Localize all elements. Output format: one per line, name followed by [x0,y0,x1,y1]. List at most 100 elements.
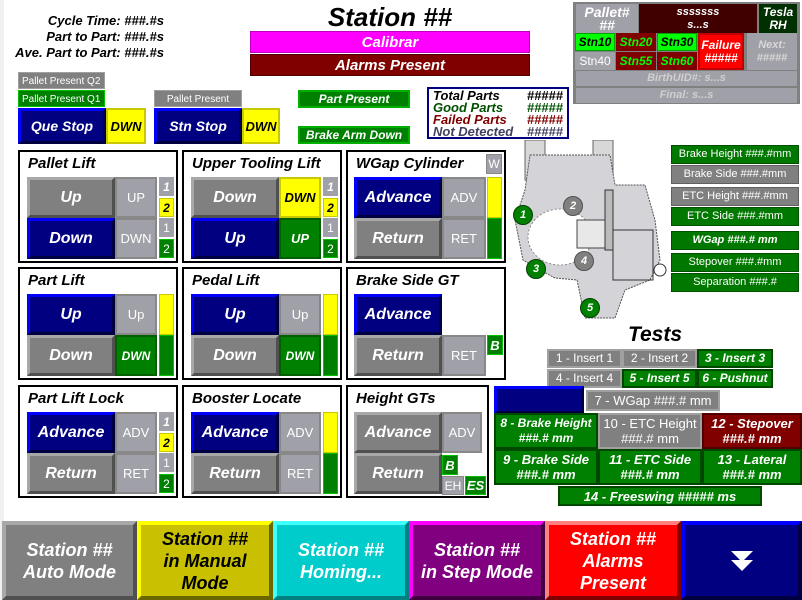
marker-2-icon: 2 [563,196,583,216]
manual-mode-line3: Mode [181,572,229,593]
test-12[interactable]: 12 - Stepover ###.# mm [702,413,802,449]
que-stop-button[interactable]: Que Stop [18,108,106,144]
test-14[interactable]: 14 - Freeswing ##### ms [558,486,762,506]
test-10-label: 10 - ETC Height [603,416,697,431]
pedal-lift-down-bar [323,335,338,376]
alarms-line2: Alarms [582,550,644,571]
part-lift-down-bar [159,335,174,376]
failed-parts-label: Failed Parts [433,112,507,127]
step-mode-line1: Station ## [433,539,521,560]
booster-adv-status: ADV [279,412,321,453]
serial-top: sssssss [676,5,720,18]
booster-adv-bar [323,412,338,453]
test-8[interactable]: 8 - Brake Height ###.# mm [494,413,598,449]
marker-3-icon: 3 [526,259,546,279]
pedal-lift-down-button[interactable]: Down [191,335,279,376]
height-gts-adv-status: ADV [442,412,482,453]
sensor-1: 1 [159,218,174,237]
calibrar-banner[interactable]: Calibrar [250,31,530,53]
wgap-return-button[interactable]: Return [354,218,442,259]
height-gts-b-tag: B [442,455,458,475]
upper-tooling-down-button[interactable]: Down [191,177,279,218]
auto-mode-button[interactable]: Station ##Auto Mode [2,521,137,600]
part-lift-down-button[interactable]: Down [27,335,115,376]
tests-blue-button[interactable] [494,386,584,414]
step-mode-button[interactable]: Station ##in Step Mode [409,521,545,600]
upper-tooling-up-button[interactable]: Up [191,218,279,259]
next-value: ##### [756,51,788,64]
part-lift-lock-advance-button[interactable]: Advance [27,412,115,453]
cycle-info: Cycle Time: ###.#s Part to Part: ###.#s … [14,13,164,61]
scroll-down-button[interactable] [681,521,802,600]
sensor-1: 1 [323,177,338,196]
part-lift-up-bar [159,294,174,335]
failed-parts-value: ##### [526,112,563,127]
panel-title: Booster Locate [192,390,302,407]
pallet-lift-up-button[interactable]: Up [27,177,115,218]
measurement-etc-side: ETC Side ###.#mm [671,207,799,226]
test-4[interactable]: 4 - Insert 4 [547,369,622,388]
test-1[interactable]: 1 - Insert 1 [547,349,622,368]
sensor-2: 2 [323,198,338,217]
test-7[interactable]: 7 - WGap ###.# mm [586,390,720,411]
pallet-lift-down-button[interactable]: Down [27,218,115,259]
test-2[interactable]: 2 - Insert 2 [622,349,697,368]
wgap-adv-status: ADV [442,177,486,218]
test-11[interactable]: 11 - ETC Side ###.# mm [598,449,702,485]
test-13[interactable]: 13 - Lateral ###.# mm [702,449,802,485]
alarms-present-banner[interactable]: Alarms Present [250,54,530,76]
panel-part-lift-lock: Part Lift Lock Advance Return ADV RET 1 … [18,385,178,498]
brake-side-return-button[interactable]: Return [354,335,442,376]
brake-side-advance-button[interactable]: Advance [354,294,442,335]
pedal-lift-up-button[interactable]: Up [191,294,279,335]
good-parts-value: ##### [526,100,563,115]
height-gts-return-button[interactable]: Return [354,453,442,494]
test-9[interactable]: 9 - Brake Side ###.# mm [494,449,598,485]
panel-pedal-lift: Pedal Lift Up Down Up DWN [182,267,342,380]
brake-arm-down-indicator: Brake Arm Down [298,126,410,144]
stn-stop-button[interactable]: Stn Stop [154,108,242,144]
double-chevron-down-icon [730,550,753,571]
height-gts-advance-button[interactable]: Advance [354,412,442,453]
panel-title: Part Lift [28,272,85,289]
total-parts-label: Total Parts [433,88,500,103]
panel-title: Brake Side GT [356,272,459,289]
pallet-lift-up-status: UP [115,177,157,218]
birth-uid: BirthUID#: s...s [576,71,797,86]
part-counts: Total Parts##### Good Parts##### Failed … [427,87,569,139]
slot [604,189,614,251]
test-3[interactable]: 3 - Insert 3 [697,349,773,368]
station-stn20: Stn20 [616,33,656,51]
panel-title: Pallet Lift [28,155,96,172]
model-top: Tesla [762,4,794,19]
homing-line1: Station ## [297,539,385,560]
sensor-2: 2 [159,239,174,258]
booster-advance-button[interactable]: Advance [191,412,279,453]
left-edge [0,0,4,600]
test-13-value: ###.# mm [722,467,782,482]
alarms-line1: Station ## [569,528,657,549]
test-8-value: ###.# mm [518,431,574,445]
test-5[interactable]: 5 - Insert 5 [622,369,697,388]
test-6[interactable]: 6 - Pushnut [697,369,773,388]
homing-mode-button[interactable]: Station ##Homing... [273,521,409,600]
booster-return-button[interactable]: Return [191,453,279,494]
sensor-1: 1 [159,453,174,472]
part-lift-up-button[interactable]: Up [27,294,115,335]
part-lift-down-status: DWN [115,335,157,376]
wgap-advance-button[interactable]: Advance [354,177,442,218]
booster-ret-status: RET [279,453,321,494]
test-10[interactable]: 10 - ETC Height ###.# mm [598,413,702,449]
pallet-present-q1: Pallet Present Q1 [18,90,105,107]
part-lift-lock-return-button[interactable]: Return [27,453,115,494]
sensor-2: 2 [159,474,174,493]
marker-1-icon: 1 [513,205,533,225]
final-uid: Final: s...s [576,88,797,103]
height-gts-es-tag: ES [465,476,486,495]
wgap-adv-bar [487,177,502,218]
sensor-2: 2 [159,433,174,452]
test-12-label: 12 - Stepover [711,416,793,431]
part-lift-lock-ret-status: RET [115,453,157,494]
